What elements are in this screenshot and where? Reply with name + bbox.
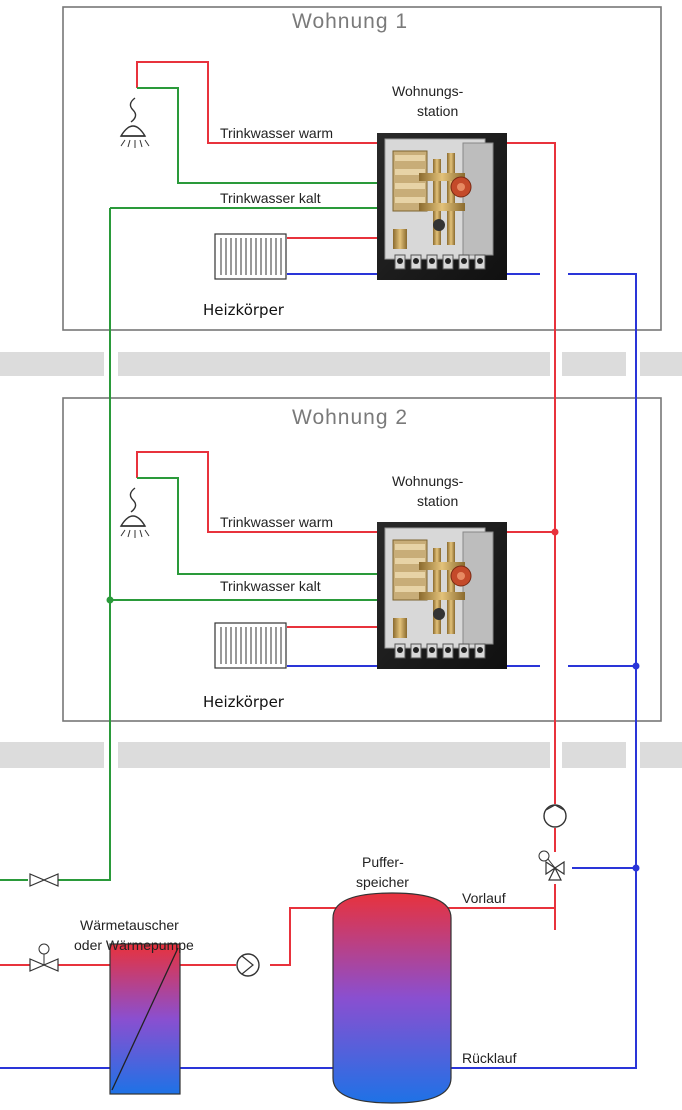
return-label: Rücklauf xyxy=(462,1050,517,1066)
apartment-2-station-label-2: station xyxy=(417,493,458,509)
apartment-2-warm-label: Trinkwasser warm xyxy=(220,514,333,530)
apartment-1-station xyxy=(376,132,508,281)
apartment-1-frame xyxy=(62,6,662,331)
buffer-tank xyxy=(332,892,452,1104)
apartment-2-radiator xyxy=(214,622,287,669)
heat-source-label-2: oder Wärmepumpe xyxy=(74,937,194,953)
floor-slab-lower xyxy=(0,742,682,768)
apartment-1-pipes xyxy=(110,61,540,275)
apartment-1-station-label-2: station xyxy=(417,103,458,119)
heat-source-label-1: Wärmetauscher xyxy=(80,917,179,933)
charging-pump-icon xyxy=(236,953,260,977)
buffer-label-1: Puffer- xyxy=(362,854,404,870)
floor-slab-upper xyxy=(0,352,682,376)
apartment-2-pipes xyxy=(110,451,636,667)
buffer-label-2: speicher xyxy=(356,874,409,890)
mixing-valve-icon xyxy=(538,850,636,884)
apartment-1-radiator xyxy=(214,233,287,280)
junction-dots xyxy=(106,528,640,872)
apartment-2-station xyxy=(376,521,508,670)
apartment-1-radiator-label: Heizkörper xyxy=(203,301,285,319)
apartment-1-station-label-1: Wohnungs- xyxy=(392,83,464,99)
apartment-2-shower-icon xyxy=(120,487,150,539)
supply-label: Vorlauf xyxy=(462,890,506,906)
apartment-2-cold-label: Trinkwasser kalt xyxy=(220,578,321,594)
motor-valve-icon xyxy=(0,943,110,972)
apartment-1-shower-icon xyxy=(120,97,150,149)
circulation-pump-icon xyxy=(543,804,567,828)
apartment-1-warm-label: Trinkwasser warm xyxy=(220,125,333,141)
shutoff-valve-icon xyxy=(0,873,59,887)
apartment-2-title: Wohnung 2 xyxy=(292,406,408,429)
apartment-1-title: Wohnung 1 xyxy=(292,10,408,33)
apartment-1-cold-label: Trinkwasser kalt xyxy=(220,190,321,206)
apartment-2-frame xyxy=(62,397,662,722)
apartment-2-station-label-1: Wohnungs- xyxy=(392,473,464,489)
heat-exchanger xyxy=(109,943,236,1095)
apartment-2-radiator-label: Heizkörper xyxy=(203,693,285,711)
